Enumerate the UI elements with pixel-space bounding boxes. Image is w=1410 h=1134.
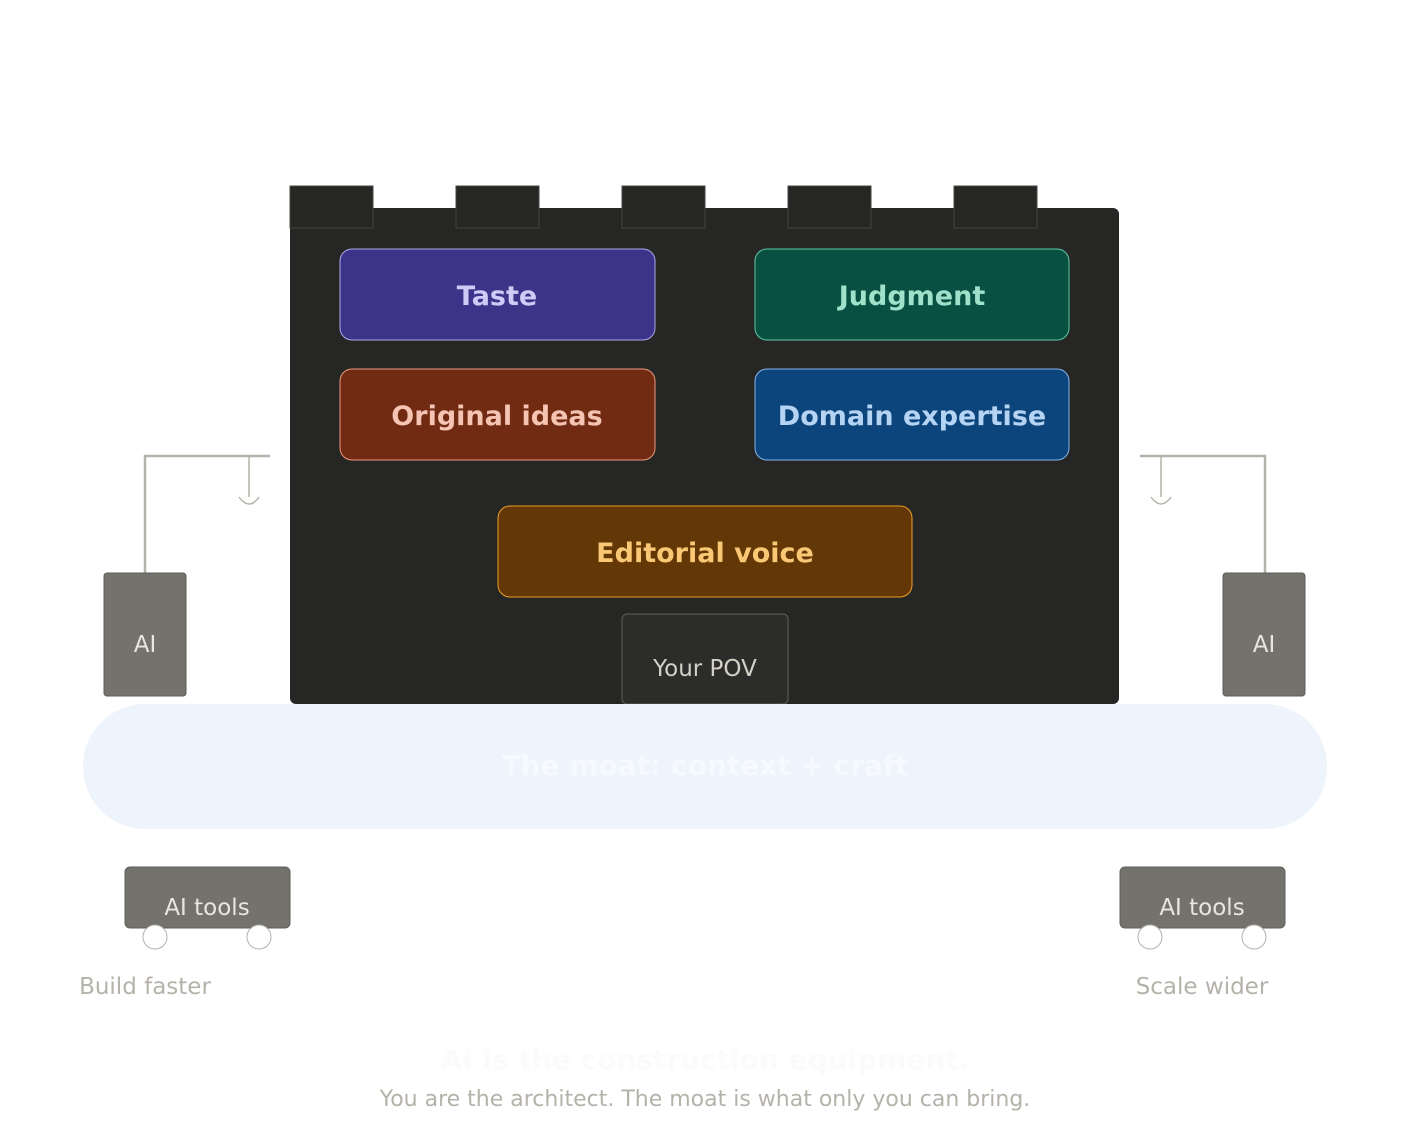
castle-door: Your POV — [621, 613, 789, 705]
block-domain-expertise-box — [754, 368, 1070, 461]
vehicle-left-wheel — [246, 924, 272, 950]
block-domain-expertise: Domain expertise — [754, 368, 1070, 461]
crane-left-arm — [143, 454, 270, 573]
block-editorial-voice-label: Editorial voice — [596, 538, 814, 569]
footer-headline: AI is the construction equipment. — [441, 1043, 970, 1076]
castle-merlon — [787, 185, 872, 229]
castle: Taste Judgment Original ideas Domain exp… — [289, 185, 1119, 705]
castle-door-label: Your POV — [652, 656, 757, 682]
crane-right: AI — [1140, 454, 1306, 697]
vehicle-right: AI tools Scale wider — [1119, 866, 1286, 1000]
castle-merlon — [621, 185, 706, 229]
castle-merlon — [455, 185, 540, 229]
block-taste: Taste — [339, 248, 656, 341]
crane-left-cab — [103, 572, 187, 697]
crane-left: AI — [103, 454, 270, 697]
crane-right-hook — [1150, 456, 1172, 505]
vehicle-right-wheel — [1137, 924, 1163, 950]
vehicle-right-body — [1119, 866, 1286, 929]
crane-right-cab — [1222, 572, 1306, 697]
block-taste-box — [339, 248, 656, 341]
vehicle-right-wheel — [1241, 924, 1267, 950]
moat-band — [83, 704, 1327, 829]
vehicle-left-label: AI tools — [164, 895, 249, 921]
vehicle-left-wheel — [142, 924, 168, 950]
block-original-ideas-label: Original ideas — [391, 401, 602, 432]
block-editorial-voice-box — [497, 505, 913, 598]
block-judgment-box — [754, 248, 1070, 341]
vehicle-left: AI tools Build faster — [79, 866, 291, 1000]
footer-subline: You are the architect. The moat is what … — [379, 1087, 1031, 1112]
vehicle-right-label: AI tools — [1159, 895, 1244, 921]
moat: The moat: context + craft — [83, 704, 1327, 829]
castle-merlon — [289, 185, 374, 229]
crane-left-label: AI — [134, 632, 157, 658]
vehicle-right-caption: Scale wider — [1136, 974, 1269, 1000]
block-original-ideas: Original ideas — [339, 368, 656, 461]
crane-right-label: AI — [1253, 632, 1276, 658]
vehicle-left-body — [124, 866, 291, 929]
block-taste-label: Taste — [457, 281, 537, 312]
block-judgment: Judgment — [754, 248, 1070, 341]
castle-merlon — [953, 185, 1038, 229]
block-domain-expertise-label: Domain expertise — [778, 401, 1046, 432]
vehicle-left-caption: Build faster — [79, 974, 211, 1000]
moat-label: The moat: context + craft — [502, 749, 909, 782]
block-editorial-voice: Editorial voice — [497, 505, 913, 598]
crane-right-arm — [1140, 454, 1267, 573]
block-judgment-label: Judgment — [837, 281, 986, 312]
crane-left-hook — [238, 456, 260, 505]
footer: AI is the construction equipment. You ar… — [379, 1043, 1031, 1112]
block-original-ideas-box — [339, 368, 656, 461]
